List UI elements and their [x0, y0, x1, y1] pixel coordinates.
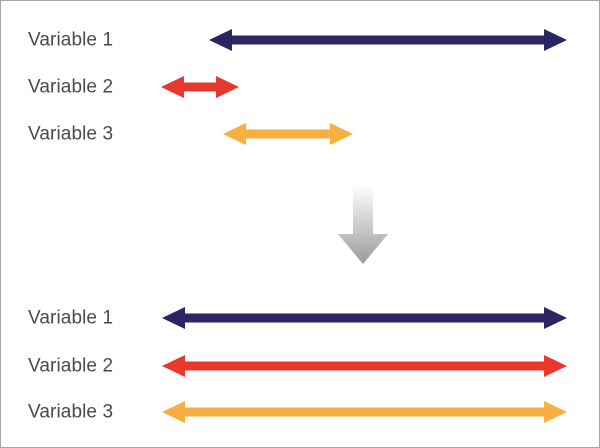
- downward-gradient-arrow: [338, 185, 388, 264]
- label-after-2: Variable 2: [28, 355, 114, 377]
- double-arrow-variable-1-before: [209, 29, 567, 51]
- label-before-3: Variable 3: [28, 123, 114, 145]
- double-arrow-variable-2-after: [162, 355, 567, 377]
- after-arrows-group: [162, 307, 567, 423]
- label-after-3: Variable 3: [28, 401, 114, 423]
- transition-arrow-group: [338, 185, 388, 264]
- label-before-1: Variable 1: [28, 29, 114, 51]
- before-arrows-group: [161, 29, 567, 145]
- double-arrow-variable-3-after: [162, 401, 567, 423]
- double-arrow-variable-3-before: [223, 123, 353, 145]
- label-after-1: Variable 1: [28, 307, 114, 329]
- label-before-2: Variable 2: [28, 76, 114, 98]
- double-arrow-variable-2-before: [161, 76, 239, 98]
- double-arrow-variable-1-after: [162, 307, 567, 329]
